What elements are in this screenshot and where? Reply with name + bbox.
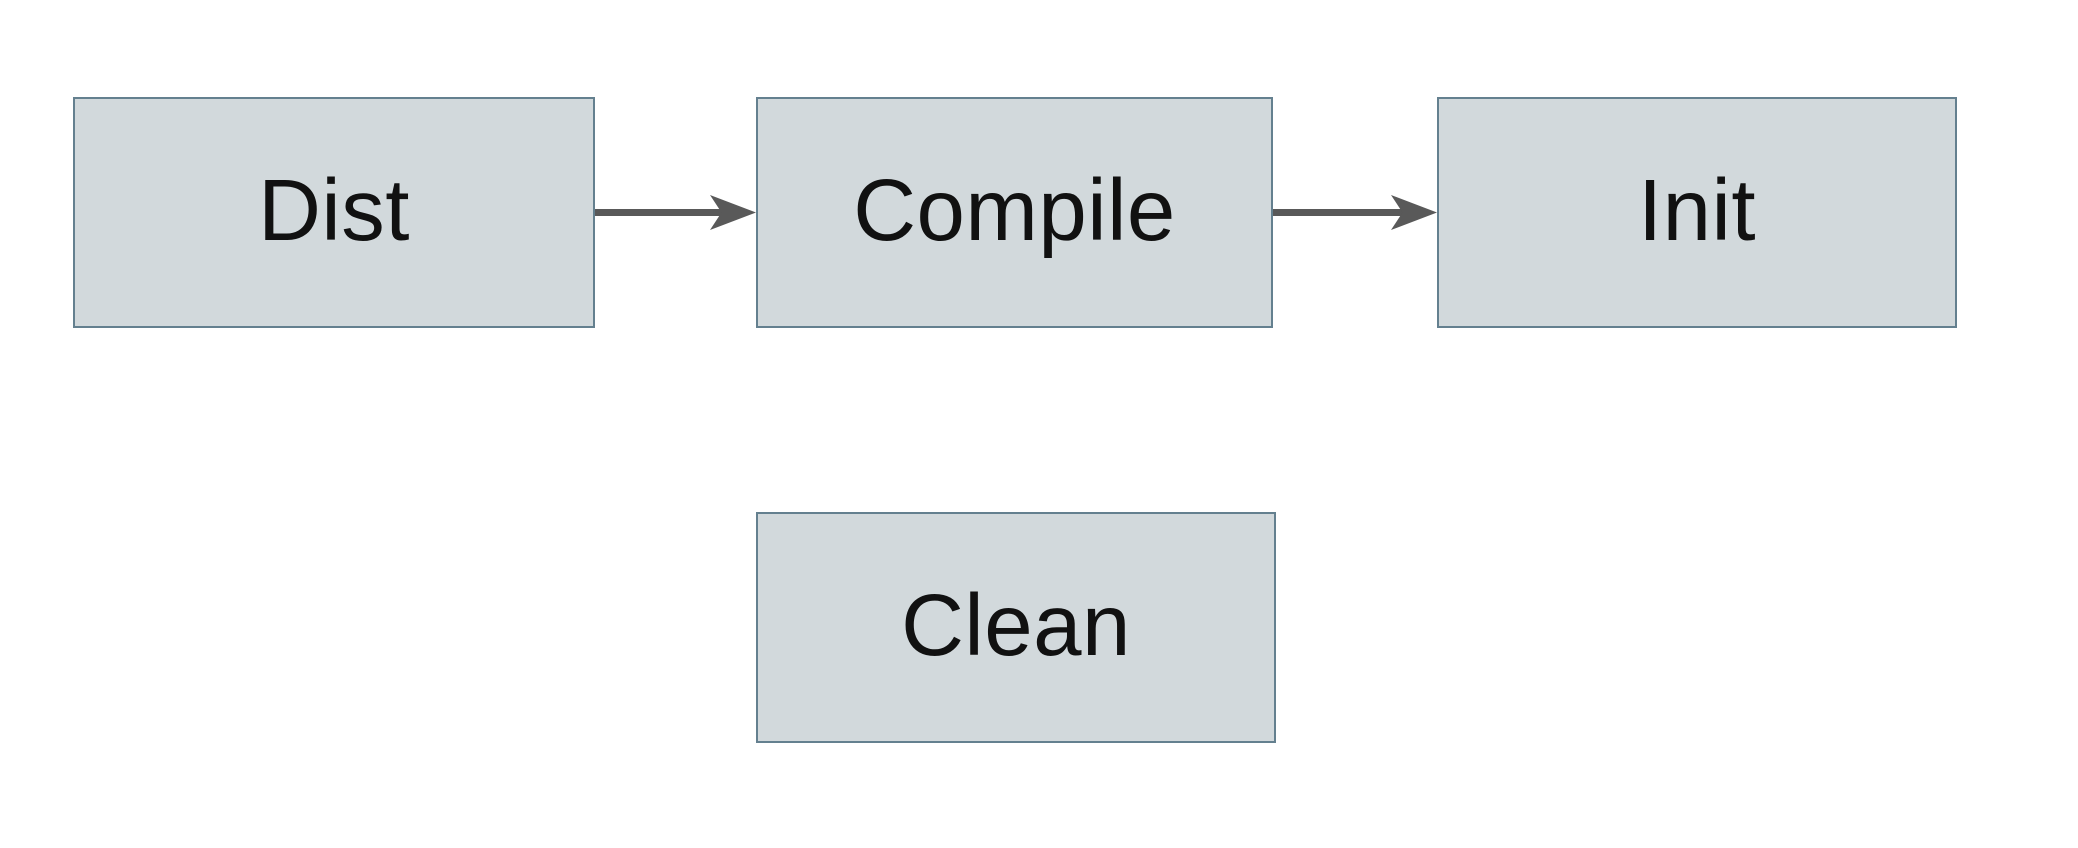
node-clean-label: Clean	[901, 577, 1131, 674]
node-compile: Compile	[756, 97, 1273, 328]
node-init: Init	[1437, 97, 1957, 328]
arrowhead-icon	[710, 195, 756, 230]
arrowhead-icon	[1391, 195, 1437, 230]
arrow-dist-to-compile	[595, 195, 756, 230]
node-dist: Dist	[73, 97, 595, 328]
arrow-compile-to-init	[1273, 195, 1437, 230]
node-compile-label: Compile	[853, 162, 1176, 259]
node-init-label: Init	[1637, 162, 1757, 259]
node-dist-label: Dist	[258, 162, 410, 259]
node-clean: Clean	[756, 512, 1276, 743]
